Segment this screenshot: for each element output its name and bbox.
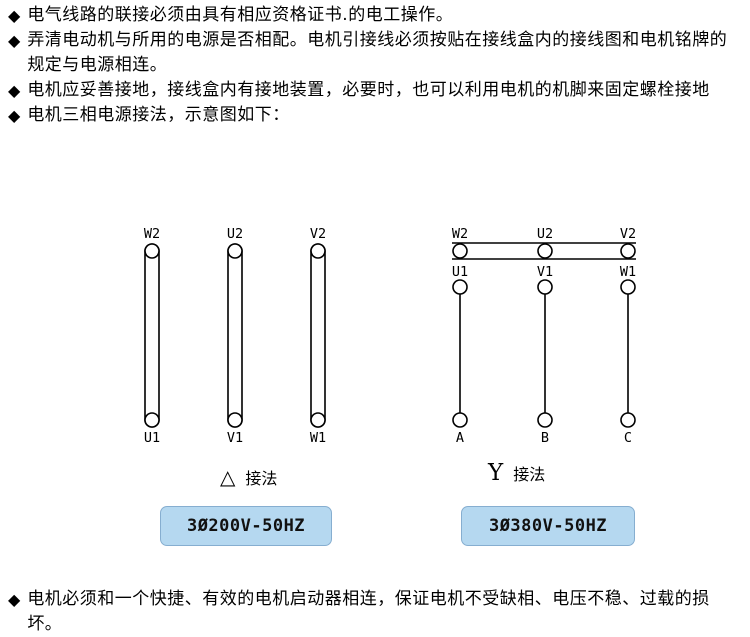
delta-symbol-icon: △ [220, 465, 236, 489]
star-caption: Y 接法 [488, 461, 545, 485]
terminal-label: W1 [620, 264, 636, 280]
terminal-node [452, 243, 468, 259]
terminal-node [452, 412, 468, 428]
terminal-node [537, 243, 553, 259]
bullet-text: 电机三相电源接法，示意图如下： [27, 105, 290, 125]
terminal-node [310, 243, 326, 259]
list-item: ◆ 电机必须和一个快捷、有效的电机启动器相连，保证电机不受缺相、电压不稳、过载的… [8, 587, 738, 637]
list-item: ◆ 电机应妥善接地，接线盒内有接地装置，必要时，也可以利用电机的机脚来固定螺栓接… [8, 78, 744, 103]
star-symbol-icon: Y [488, 460, 504, 486]
terminal-label: C [624, 430, 632, 446]
terminal-node [310, 412, 326, 428]
terminal-label: A [456, 430, 464, 446]
caption-label: 接法 [513, 465, 546, 484]
list-item: ◆ 弄清电动机与所用的电源是否相配。电机引接线必须按贴在接线盒内的接线图和电机铭… [8, 28, 744, 78]
terminal-label: U2 [227, 226, 243, 242]
terminal-label: V1 [537, 264, 553, 280]
delta-connection-diagram: W2 U1 U2 V1 V2 W1 [144, 226, 326, 446]
instruction-list: ◆ 电气线路的联接必须由具有相应资格证书.的电工操作。 ◆ 弄清电动机与所用的电… [8, 3, 744, 128]
terminal-label: V1 [227, 430, 243, 446]
winding-loop [310, 243, 326, 428]
terminal-label: W2 [452, 226, 468, 242]
terminal-node [144, 243, 160, 259]
terminal-node [227, 243, 243, 259]
winding-loop [144, 243, 160, 428]
terminal-label: V2 [620, 226, 636, 242]
terminal-label: B [541, 430, 549, 446]
terminal-node [537, 412, 553, 428]
terminal-label: W1 [310, 430, 326, 446]
bullet-text: 弄清电动机与所用的电源是否相配。电机引接线必须按贴在接线盒内的接线图和电机铭牌的… [27, 30, 728, 75]
terminal-node [537, 279, 553, 295]
diamond-bullet-icon: ◆ [8, 81, 21, 100]
terminal-label: U2 [537, 226, 553, 242]
star-voltage-badge: 3Ø380V-50HZ [461, 506, 635, 546]
terminal-node [144, 412, 160, 428]
star-connection-diagram: W2 U2 V2 U1 V1 W1 A B C [452, 226, 636, 446]
terminal-node [620, 279, 636, 295]
diamond-bullet-icon: ◆ [8, 6, 21, 25]
terminal-label: U1 [144, 430, 160, 446]
list-item: ◆ 电气线路的联接必须由具有相应资格证书.的电工操作。 [8, 3, 744, 28]
terminal-node [620, 412, 636, 428]
terminal-label: V2 [310, 226, 326, 242]
delta-voltage-badge: 3Ø200V-50HZ [160, 506, 332, 546]
terminal-node [452, 279, 468, 295]
diamond-bullet-icon: ◆ [8, 590, 21, 609]
terminal-label: U1 [452, 264, 468, 280]
terminal-node [620, 243, 636, 259]
delta-caption: △ 接法 [220, 465, 277, 489]
bullet-text: 电气线路的联接必须由具有相应资格证书.的电工操作。 [27, 5, 454, 25]
diamond-bullet-icon: ◆ [8, 106, 21, 125]
list-item: ◆ 电机三相电源接法，示意图如下： [8, 103, 744, 128]
terminal-label: W2 [144, 226, 160, 242]
winding-loop [227, 243, 243, 428]
diamond-bullet-icon: ◆ [8, 31, 21, 50]
terminal-node [227, 412, 243, 428]
caption-label: 接法 [245, 469, 278, 488]
bullet-text: 电机应妥善接地，接线盒内有接地装置，必要时，也可以利用电机的机脚来固定螺栓接地 [27, 80, 710, 100]
bullet-text: 电机必须和一个快捷、有效的电机启动器相连，保证电机不受缺相、电压不稳、过载的损坏… [27, 589, 710, 634]
